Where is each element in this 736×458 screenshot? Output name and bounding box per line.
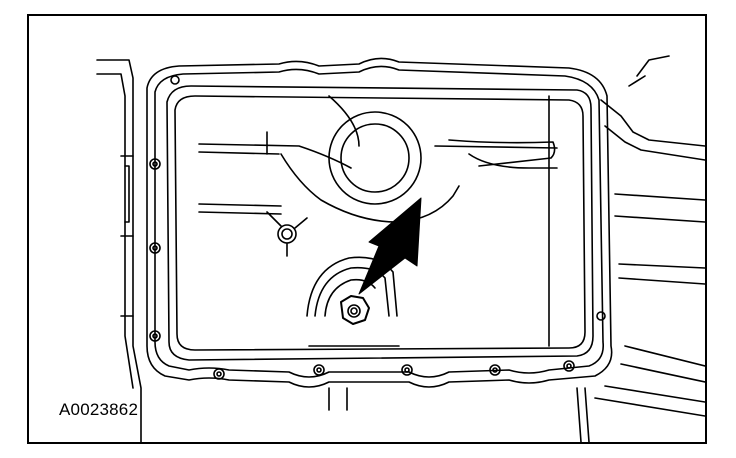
illustration-frame: A0023862 (27, 14, 707, 444)
bolt-icon (401, 364, 413, 376)
pan-body-features (198, 95, 558, 347)
bolt-icon (149, 158, 161, 170)
bolt-icon (563, 360, 575, 372)
bolt-icon (213, 368, 225, 380)
bolt-icon (149, 242, 161, 254)
bolt-icon (313, 364, 325, 376)
bolt-icon (489, 364, 501, 376)
oil-pan-illustration (96, 55, 705, 442)
oil-pan-flange (146, 57, 613, 388)
tri-lobe-fitting (266, 211, 308, 257)
drain-plug-icon (340, 295, 370, 325)
background-structure-left (96, 59, 348, 442)
flange-bolts (149, 75, 606, 380)
bolt-icon (149, 330, 161, 342)
figure-id-label: A0023862 (59, 400, 139, 419)
pointer-arrow-icon (358, 197, 422, 295)
bolt-icon (170, 75, 180, 85)
background-structure-right (576, 55, 705, 442)
